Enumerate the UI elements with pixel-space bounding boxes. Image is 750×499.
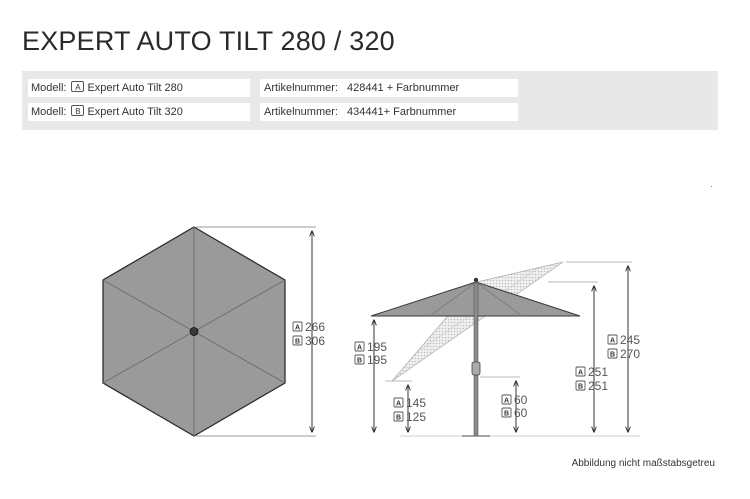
top-view — [102, 226, 316, 437]
badge-a-icon: A — [71, 81, 85, 92]
scale-note: Abbildung nicht maßstabsgetreu — [571, 458, 715, 469]
model-label: Modell: — [31, 106, 67, 118]
tilted-total-a-value: 251 — [588, 365, 608, 379]
stray-dot — [711, 186, 712, 187]
top-view-b-value: 306 — [305, 334, 325, 348]
model-label: Modell: — [31, 82, 67, 94]
model-name: Expert Auto Tilt 320 — [87, 106, 183, 118]
side-view — [370, 261, 640, 437]
badge-b-icon: B — [295, 339, 300, 346]
article-cell-b: Artikelnummer: 434441+ Farbnummer — [260, 103, 518, 121]
article-number: 428441 + Farbnummer — [346, 82, 460, 94]
badge-a-icon: A — [357, 345, 362, 352]
tilted-total-b-value: 251 — [588, 379, 608, 393]
page-title: EXPERT AUTO TILT 280 / 320 — [22, 26, 395, 56]
dim-tilted-edge: A 145 B 125 — [393, 396, 426, 424]
crank-a-value: 60 — [514, 393, 528, 407]
crank-b-value: 60 — [514, 406, 528, 420]
badge-b-icon: B — [357, 358, 362, 365]
badge-a-icon: A — [578, 370, 583, 377]
tilted-edge-a-value: 145 — [406, 396, 426, 410]
dim-top-view: A 266 B 306 — [292, 320, 325, 348]
dim-canopy-edge: A 195 B 195 — [354, 340, 387, 367]
article-number: 434441+ Farbnummer — [346, 106, 457, 118]
badge-a-icon: A — [396, 401, 401, 408]
dim-tilted-total: A 251 B 251 — [575, 365, 608, 393]
badge-b-icon: B — [504, 411, 509, 418]
badge-b-icon: B — [610, 352, 615, 359]
dim-crank: A 60 B 60 — [501, 393, 528, 420]
badge-a-icon: A — [504, 398, 509, 405]
badge-b-icon: B — [71, 105, 85, 116]
article-cell-a: Artikelnummer: 428441 + Farbnummer — [260, 79, 518, 97]
badge-a-icon: A — [295, 325, 300, 332]
badge-a-icon: A — [610, 338, 615, 345]
canopy-edge-a-value: 195 — [367, 340, 387, 354]
umbrella-pole — [473, 282, 479, 437]
badge-b-icon: B — [578, 384, 583, 391]
crank-handle — [471, 361, 481, 376]
article-label: Artikelnummer: — [264, 106, 338, 118]
tilted-edge-b-value: 125 — [406, 410, 426, 424]
total-a-value: 245 — [620, 333, 640, 347]
model-name: Expert Auto Tilt 280 — [87, 82, 183, 94]
canopy-ribs — [102, 227, 286, 436]
total-b-value: 270 — [620, 347, 640, 361]
canopy-edge-b-value: 195 — [367, 353, 387, 367]
center-hub — [189, 327, 199, 336]
article-label: Artikelnummer: — [264, 82, 338, 94]
dim-total: A 245 B 270 — [607, 333, 640, 361]
top-view-a-value: 266 — [305, 320, 325, 334]
badge-b-icon: B — [396, 415, 401, 422]
